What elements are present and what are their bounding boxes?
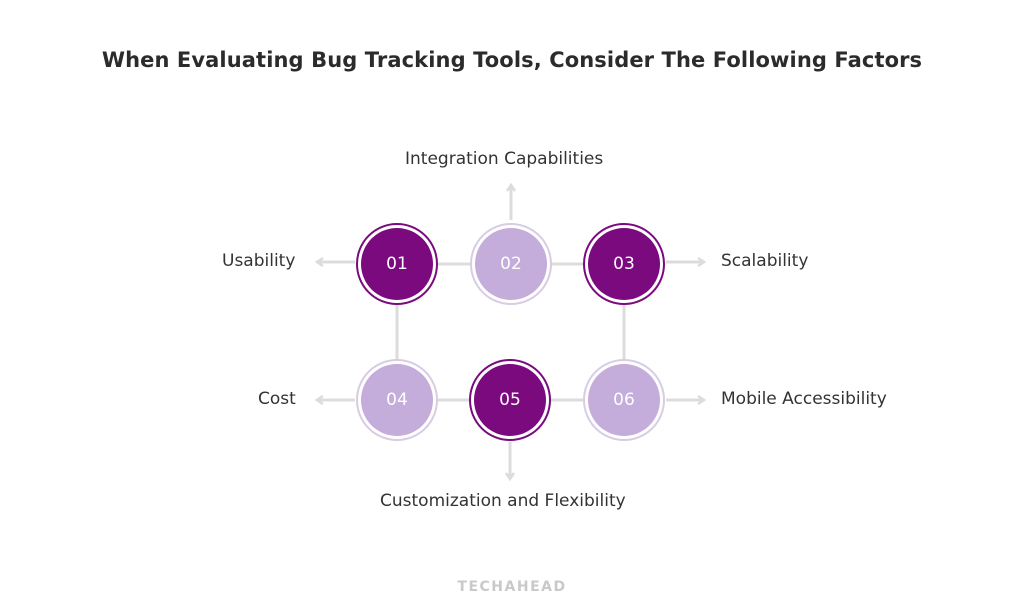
node-number: 01 (386, 254, 408, 274)
techahead-logo: TECHAHEAD (457, 579, 567, 595)
node-number: 03 (613, 254, 635, 274)
node-04: 04 (356, 359, 438, 441)
node-05: 05 (469, 359, 551, 441)
label-cost: Cost (258, 389, 296, 409)
label-mobile: Mobile Accessibility (721, 389, 887, 409)
node-circle (361, 364, 433, 436)
node-circle (361, 228, 433, 300)
node-03: 03 (583, 223, 665, 305)
node-circle (474, 364, 546, 436)
label-customization: Customization and Flexibility (380, 491, 626, 511)
page-title: When Evaluating Bug Tracking Tools, Cons… (101, 48, 923, 72)
node-01: 01 (356, 223, 438, 305)
label-usability: Usability (222, 251, 296, 271)
node-06: 06 (583, 359, 665, 441)
node-number: 02 (500, 254, 522, 274)
node-circle (588, 228, 660, 300)
label-integration: Integration Capabilities (405, 149, 604, 169)
node-number: 05 (499, 390, 521, 410)
node-02: 02 (470, 223, 552, 305)
node-number: 04 (386, 390, 408, 410)
node-circle (475, 228, 547, 300)
node-number: 06 (613, 390, 635, 410)
node-circle (588, 364, 660, 436)
label-scalability: Scalability (721, 251, 809, 271)
